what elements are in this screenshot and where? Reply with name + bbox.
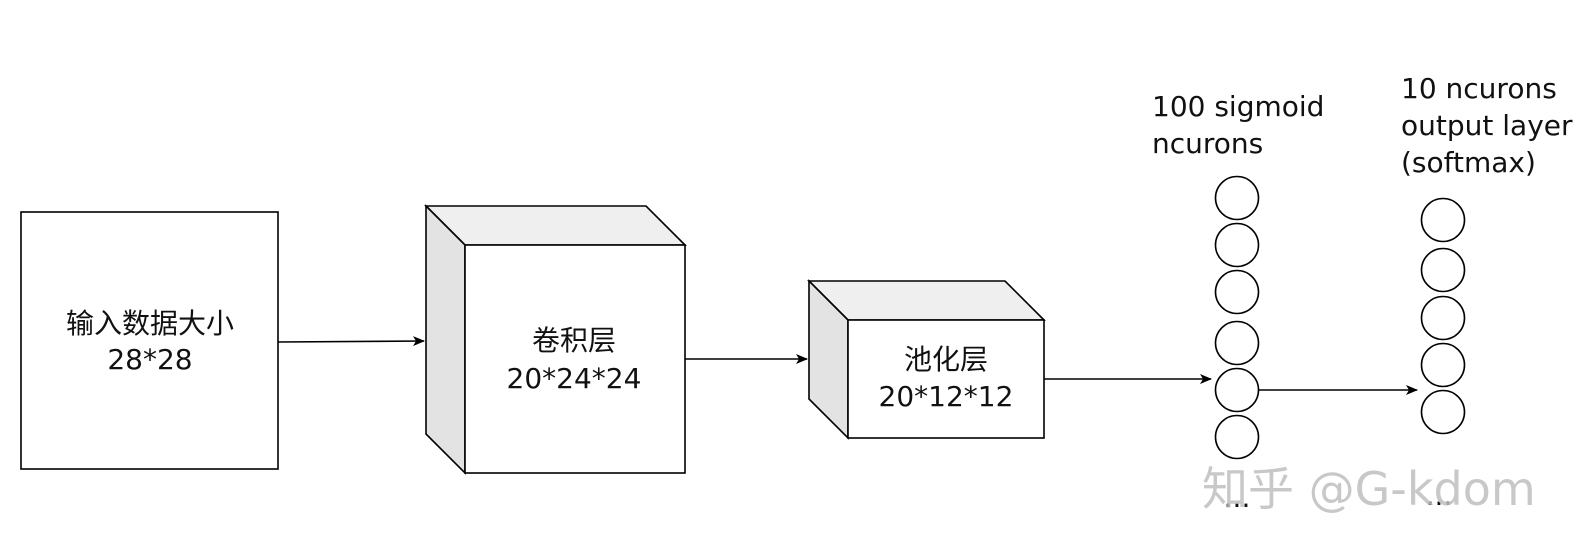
hidden-neuron <box>1214 320 1260 366</box>
input-box-label: 输入数据大小 <box>66 307 234 340</box>
conv-layer-cube: 卷积层 20*24*24 <box>424 204 687 475</box>
conv-cube-front <box>464 244 686 474</box>
hidden-neuron <box>1214 414 1260 460</box>
pool-cube-top <box>807 280 1046 321</box>
hidden-layer-title-line2: ncurons <box>1152 127 1263 160</box>
conv-cube-top <box>424 205 687 246</box>
pool-cube-front <box>847 319 1045 439</box>
output-neuron <box>1420 197 1466 243</box>
pool-layer-size: 20*12*12 <box>879 380 1014 413</box>
conv-layer-size: 20*24*24 <box>507 362 642 395</box>
output-neuron <box>1420 247 1466 293</box>
output-layer-title-line2: output layer <box>1401 109 1573 142</box>
hidden-neuron <box>1214 367 1260 413</box>
hidden-neuron <box>1214 222 1260 268</box>
output-layer-title-line3: (softmax) <box>1401 146 1536 179</box>
output-neuron <box>1420 295 1466 341</box>
input-box-rect <box>20 211 279 470</box>
output-neuron <box>1420 342 1466 388</box>
output-layer-ellipsis: ... <box>1426 479 1453 512</box>
output-neuron <box>1420 389 1466 435</box>
hidden-neuron <box>1214 269 1260 315</box>
hidden-layer-ellipsis: ... <box>1224 481 1251 514</box>
hidden-layer-title-line1: 100 sigmoid <box>1152 90 1324 123</box>
hidden-neuron <box>1214 175 1260 221</box>
input-box-size: 28*28 <box>107 343 192 376</box>
input-layer-box: 输入数据大小 28*28 <box>20 211 279 470</box>
conv-layer-label: 卷积层 <box>532 324 616 357</box>
watermark: 知乎 @G-kdom <box>1202 462 1536 516</box>
output-layer-neurons <box>1420 197 1466 435</box>
arrow-input-to-conv <box>277 336 425 347</box>
hidden-layer-neurons <box>1214 175 1260 460</box>
pool-layer-cube: 池化层 20*12*12 <box>807 279 1046 440</box>
conv-cube-side <box>425 204 466 475</box>
output-layer-title-line1: 10 ncurons <box>1401 72 1557 105</box>
pool-layer-label: 池化层 <box>904 343 988 376</box>
